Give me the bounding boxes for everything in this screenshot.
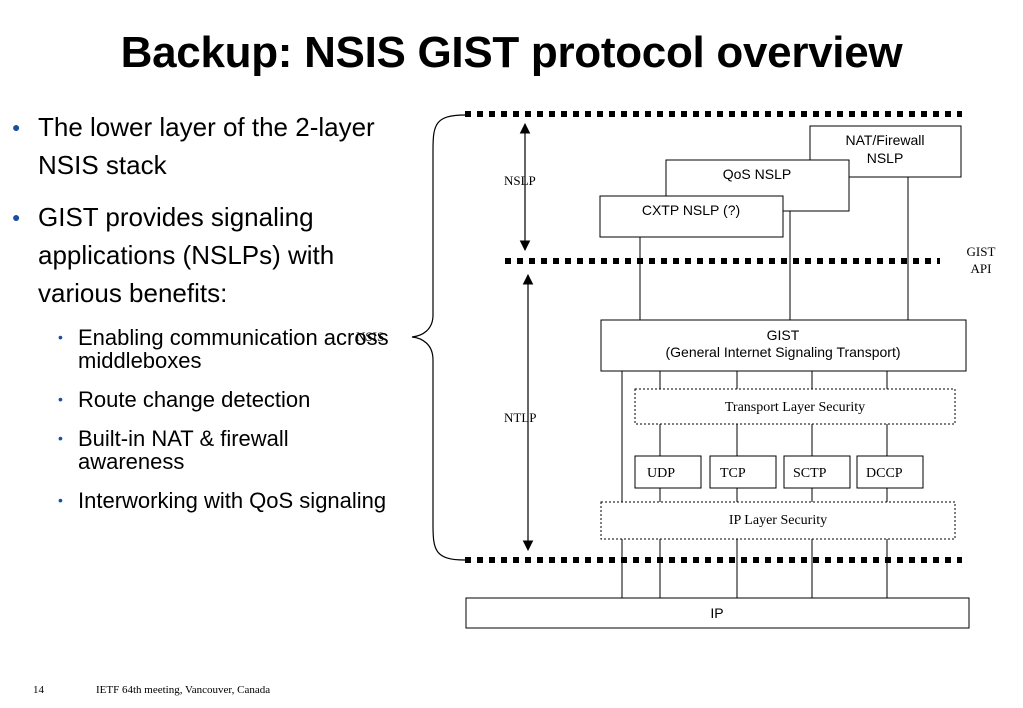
bullet-text: The lower layer of the 2-layer NSIS stac… bbox=[38, 112, 375, 180]
cxtp-nslp-label: CXTP NSLP (?) bbox=[642, 202, 740, 218]
udp-box bbox=[634, 455, 702, 489]
dccp-label: DCCP bbox=[866, 466, 903, 481]
bullet-dot-icon: ● bbox=[12, 119, 21, 135]
bullet-item: ● GIST provides signaling applications (… bbox=[10, 198, 390, 312]
sub-bullet-text: Built-in NAT & firewall awareness bbox=[78, 426, 289, 474]
bullet-text: GIST provides signaling applications (NS… bbox=[38, 202, 335, 308]
sub-bullet-dot-icon: • bbox=[58, 430, 63, 446]
sub-bullet-item: • Route change detection bbox=[10, 388, 390, 411]
ip-box bbox=[465, 597, 970, 629]
nsis-label: NSIS bbox=[356, 329, 384, 344]
bullet-dot-icon: ● bbox=[12, 209, 21, 225]
sub-bullet-text: Route change detection bbox=[78, 387, 311, 412]
ip-layer-security-box bbox=[600, 501, 956, 540]
cxtp-nslp-box bbox=[599, 195, 784, 238]
sub-bullet-item: • Built-in NAT & firewall awareness bbox=[10, 427, 390, 473]
sub-bullet-item: • Enabling communication across middlebo… bbox=[10, 326, 390, 372]
qos-nslp-label: QoS NSLP bbox=[723, 166, 791, 182]
transport-layer-security-box bbox=[634, 388, 956, 425]
gist-api-label: API bbox=[971, 261, 992, 276]
slide-title: Backup: NSIS GIST protocol overview bbox=[120, 28, 903, 77]
gist-box-subtitle: (General Internet Signaling Transport) bbox=[665, 344, 900, 360]
gist-box-title: GIST bbox=[767, 327, 800, 343]
gist-box bbox=[600, 319, 967, 372]
bullet-list: ● The lower layer of the 2-layer NSIS st… bbox=[10, 108, 390, 528]
tcp-label: TCP bbox=[720, 466, 746, 481]
sctp-label: SCTP bbox=[793, 466, 827, 481]
sub-bullet-dot-icon: • bbox=[58, 329, 63, 345]
sub-bullet-dot-icon: • bbox=[58, 391, 63, 407]
udp-label: UDP bbox=[647, 466, 675, 481]
footer-meeting: IETF 64th meeting, Vancouver, Canada bbox=[96, 684, 271, 696]
nat-firewall-nslp-label: NSLP bbox=[867, 150, 904, 166]
nsis-brace bbox=[411, 114, 466, 561]
sctp-box bbox=[783, 455, 851, 489]
ip-layer-security-label: IP Layer Security bbox=[729, 513, 827, 528]
sub-bullet-text: Interworking with QoS signaling bbox=[78, 488, 387, 513]
sub-bullet-text: Enabling communication across middleboxe… bbox=[78, 325, 389, 373]
transport-layer-security-label: Transport Layer Security bbox=[725, 400, 865, 415]
page-number: 14 bbox=[33, 684, 44, 696]
ip-label: IP bbox=[710, 605, 723, 621]
connector-lines bbox=[621, 177, 909, 598]
sub-bullet-dot-icon: • bbox=[58, 492, 63, 508]
nslp-label: NSLP bbox=[504, 173, 536, 188]
nat-firewall-nslp-label: NAT/Firewall bbox=[845, 132, 924, 148]
ntlp-label: NTLP bbox=[504, 410, 537, 425]
sub-bullet-item: • Interworking with QoS signaling bbox=[10, 489, 390, 512]
bullet-item: ● The lower layer of the 2-layer NSIS st… bbox=[10, 108, 390, 184]
dccp-box bbox=[856, 455, 924, 489]
tcp-box bbox=[709, 455, 777, 489]
gist-api-label: GIST bbox=[967, 244, 996, 259]
